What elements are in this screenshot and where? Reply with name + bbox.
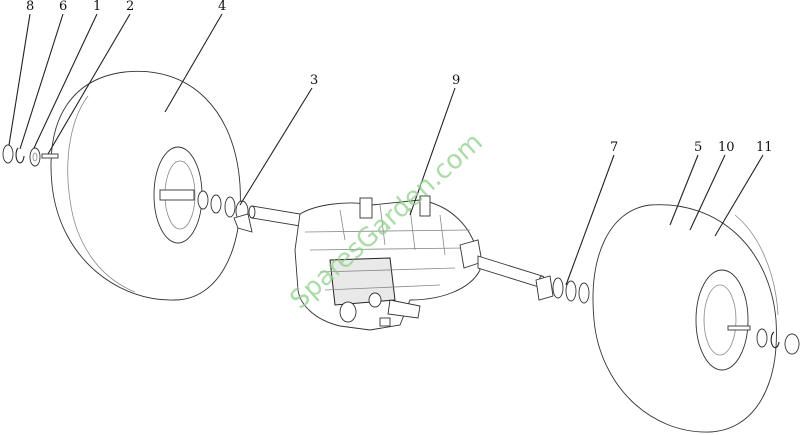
left-axle-spacers: [197, 190, 253, 233]
callout-2: 2: [126, 0, 134, 14]
transaxle: [294, 195, 483, 331]
callout-3: 3: [310, 73, 318, 88]
right-axle-spacers: [535, 275, 590, 304]
left-hub-hardware: [2, 144, 59, 167]
callout-8: 8: [26, 0, 34, 14]
cap-8: [2, 144, 14, 164]
clip-6: [15, 147, 25, 164]
left-wheel: [50, 70, 241, 301]
key-2: [41, 153, 59, 159]
callout-6: 6: [59, 0, 67, 14]
key-10: [727, 325, 751, 331]
washer-11: [756, 328, 768, 348]
callout-9: 9: [452, 73, 460, 88]
callouts: 8 6 1 2 4 3 9 7 5 10 11: [26, 0, 773, 155]
callout-10: 10: [718, 140, 735, 155]
right-axle-shaft: [477, 255, 546, 289]
left-axle-shaft: [248, 205, 301, 227]
callout-5: 5: [694, 140, 702, 155]
washer-1: [29, 147, 41, 167]
right-wheel: [592, 204, 779, 433]
callout-1: 1: [93, 0, 101, 14]
callout-4: 4: [218, 0, 226, 14]
right-hub-hardware: [727, 325, 800, 355]
callout-7: 7: [610, 140, 618, 155]
leader-lines: [8, 13, 764, 286]
callout-11: 11: [756, 140, 773, 155]
